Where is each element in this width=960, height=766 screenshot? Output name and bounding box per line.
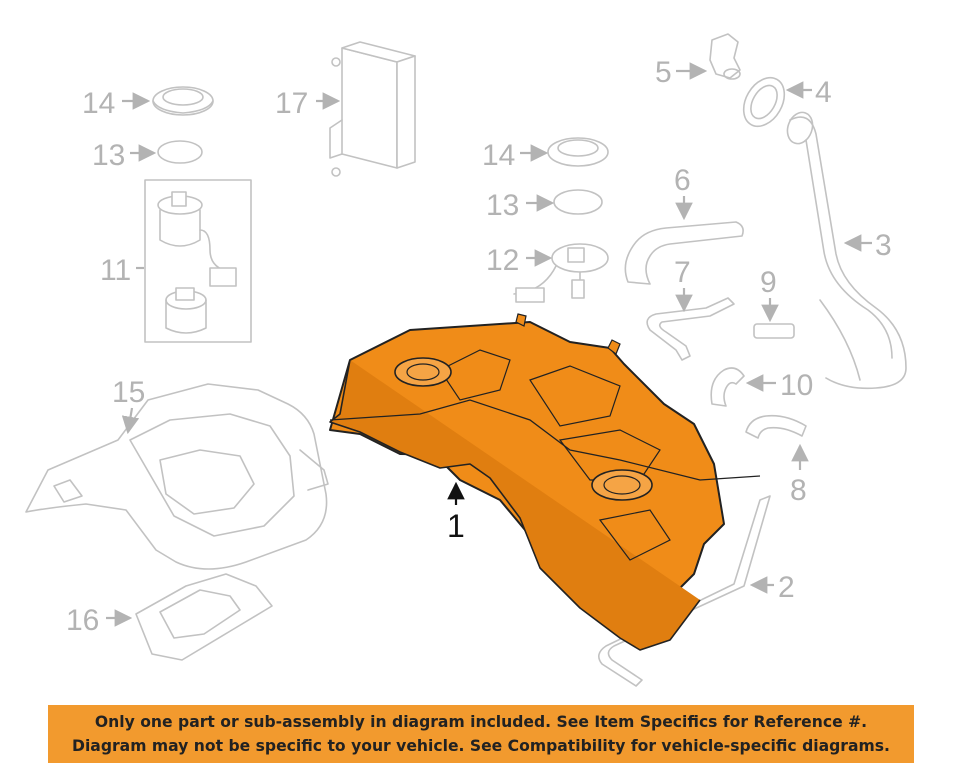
disclaimer-line-2: Diagram may not be specific to your vehi… [72,737,890,755]
part-2-tank-strap [598,495,771,687]
callout-13-center: 13 [486,189,519,222]
part-5-filler-cap [709,33,741,80]
part-15-heat-shield [25,383,329,570]
part-10-elbow-hose [710,367,745,407]
callout-5: 5 [655,56,672,89]
callout-16: 16 [66,604,99,637]
disclaimer-line-1: Only one part or sub-assembly in diagram… [94,713,868,731]
callout-8: 8 [790,474,807,507]
part-11-fuel-pump-assembly [144,179,252,343]
part-16-small-shield [135,573,273,661]
part-3-filler-neck [786,111,907,390]
callout-7: 7 [674,256,691,289]
callout-3: 3 [875,229,892,262]
callout-9: 9 [760,266,777,299]
part-4-filler-seal [742,76,786,128]
part-14-lock-ring-center [547,137,609,167]
callout-4: 4 [815,76,832,109]
callout-1: 1 [447,508,465,544]
callout-12: 12 [486,244,519,277]
part-12-sender-unit [513,243,609,303]
part-14-lock-ring-left [152,86,214,116]
callout-17: 17 [275,87,308,120]
part-17-control-module [329,41,416,177]
part-6-hose [624,221,744,285]
part-1-fuel-tank [329,313,761,651]
callout-6: 6 [674,164,691,197]
disclaimer-banner: Only one part or sub-assembly in diagram… [48,705,914,763]
callout-14-center: 14 [482,139,515,172]
part-13-gasket-center [553,189,603,215]
callout-10: 10 [780,369,813,402]
part-8-hose [745,414,807,439]
callout-2: 2 [778,571,795,604]
parts-diagram: 14 13 11 17 5 4 [25,33,907,687]
part-7-vent-tube [646,297,735,361]
callout-13-left: 13 [92,139,125,172]
callout-15: 15 [112,376,145,409]
part-13-gasket-left [157,140,203,164]
callout-14-left: 14 [82,87,115,120]
callout-11: 11 [100,254,131,287]
part-9-hose [753,323,795,339]
